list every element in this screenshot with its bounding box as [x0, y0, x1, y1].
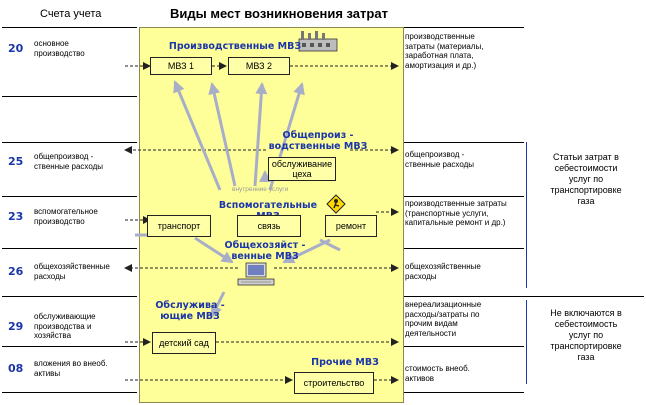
- gray-arrow-up-2: [253, 82, 268, 187]
- separator-line: [2, 142, 137, 143]
- group-production-mvz: Производственные МВЗ: [168, 41, 302, 52]
- box-construction: строительство: [294, 372, 374, 394]
- group-servicing-mvz: Обслужива -ющие МВЗ: [155, 300, 225, 322]
- gray-arrow-to-kindergarten: [210, 291, 226, 318]
- group-other-mvz: Прочие МВЗ: [311, 357, 379, 368]
- box-mvz1: МВЗ 1: [150, 57, 212, 75]
- separator-line: [2, 346, 137, 347]
- gray-arrow-up-1: [208, 82, 237, 187]
- worker-icon: [326, 194, 346, 214]
- gray-arrow-to-admin-right: [282, 238, 331, 264]
- separator-line: [404, 248, 524, 249]
- account-number-25: 25: [8, 155, 24, 168]
- separator-line: [2, 248, 137, 249]
- separator-line: [404, 346, 524, 347]
- box-communication: связь: [237, 215, 301, 237]
- internal-services-label: внутренние услуги: [232, 186, 289, 193]
- separator-line: [2, 27, 137, 28]
- cost-label-noncurrent-assets: стоимость внеоб.активов: [405, 364, 470, 383]
- gray-arrow-repair: [319, 238, 341, 252]
- account-number-08: 08: [8, 362, 24, 375]
- factory-icon: [298, 31, 338, 52]
- computer-icon: [237, 262, 275, 286]
- box-mvz2: МВЗ 2: [228, 57, 290, 75]
- separator-line: [2, 196, 137, 197]
- cost-label-auxiliary: производственные затраты(транспортные ус…: [405, 199, 507, 227]
- gray-arrow-to-mvz1: [173, 80, 222, 191]
- account-number-20: 20: [8, 42, 24, 55]
- diagram-title: Виды мест возникновения затрат: [170, 6, 388, 21]
- separator-line: [2, 96, 137, 97]
- account-label-general-production: общепроизвод -ственные расходы: [34, 152, 104, 171]
- account-number-23: 23: [8, 210, 24, 223]
- account-number-26: 26: [8, 265, 24, 278]
- excluded-bracket: [526, 300, 527, 384]
- group-general-business-mvz: Общехозяйст -венные МВЗ: [224, 240, 306, 262]
- separator-line: [404, 196, 524, 197]
- group-general-production-mvz: Общепроиз -водственные МВЗ: [268, 130, 368, 152]
- cost-label-general-production: общепроизвод -ственные расходы: [405, 150, 475, 169]
- included-bracket: [526, 142, 527, 288]
- separator-line: [404, 392, 524, 393]
- box-kindergarten: детский сад: [152, 332, 216, 354]
- gray-arrow-to-admin-left: [194, 236, 234, 264]
- separator-line: [404, 27, 524, 28]
- account-label-noncurrent-assets: вложения во внеоб.активы: [34, 359, 108, 378]
- box-transport: транспорт: [147, 215, 211, 237]
- accounts-column-header: Счета учета: [40, 8, 102, 20]
- separator-line: [2, 296, 137, 297]
- account-number-29: 29: [8, 320, 24, 333]
- separator-line: [2, 392, 137, 393]
- box-repair: ремонт: [325, 215, 377, 237]
- separator-line: [404, 142, 524, 143]
- separator-line: [404, 296, 644, 297]
